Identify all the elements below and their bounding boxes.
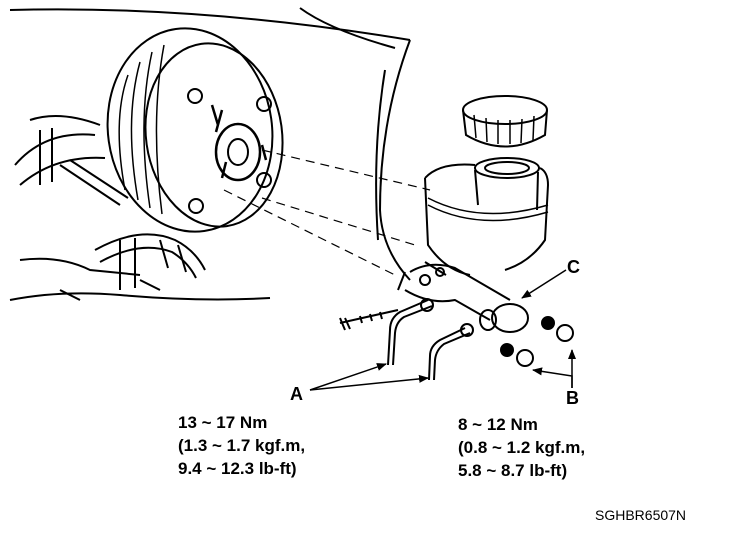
nuts-b [500,316,574,367]
torque-b-nm: 8 ~ 12 Nm [458,415,538,434]
figure-code: SGHBR6507N [595,507,686,523]
mounting-bolt [339,309,399,331]
reservoir-cap [462,95,548,148]
arrow-c [521,269,567,299]
callout-a: A [290,384,303,404]
torque-a-nm: 13 ~ 17 Nm [178,413,267,432]
arrow-a-left [309,363,387,391]
arrow-a-right [309,374,429,391]
callout-b: B [566,388,579,408]
torque-b-kgfm: (0.8 ~ 1.2 kgf.m, [458,438,585,457]
torque-a-lbft: 9.4 ~ 12.3 lb-ft) [178,459,297,478]
callout-arrows [309,269,576,391]
torque-a-kgfm: (1.3 ~ 1.7 kgf.m, [178,436,305,455]
brake-tube-a [387,298,474,381]
body-outline [9,7,411,281]
arrow-b-elbow [532,367,573,388]
torque-spec-a: 13 ~ 17 Nm (1.3 ~ 1.7 kgf.m, 9.4 ~ 12.3 … [178,413,305,478]
callout-c: C [567,257,580,277]
brake-booster [106,27,284,233]
alignment-lines [223,149,431,276]
torque-b-lbft: 5.8 ~ 8.7 lb-ft) [458,461,567,480]
torque-spec-b: 8 ~ 12 Nm (0.8 ~ 1.2 kgf.m, 5.8 ~ 8.7 lb… [458,415,585,480]
brake-lines [9,115,271,301]
master-cylinder [397,157,549,333]
